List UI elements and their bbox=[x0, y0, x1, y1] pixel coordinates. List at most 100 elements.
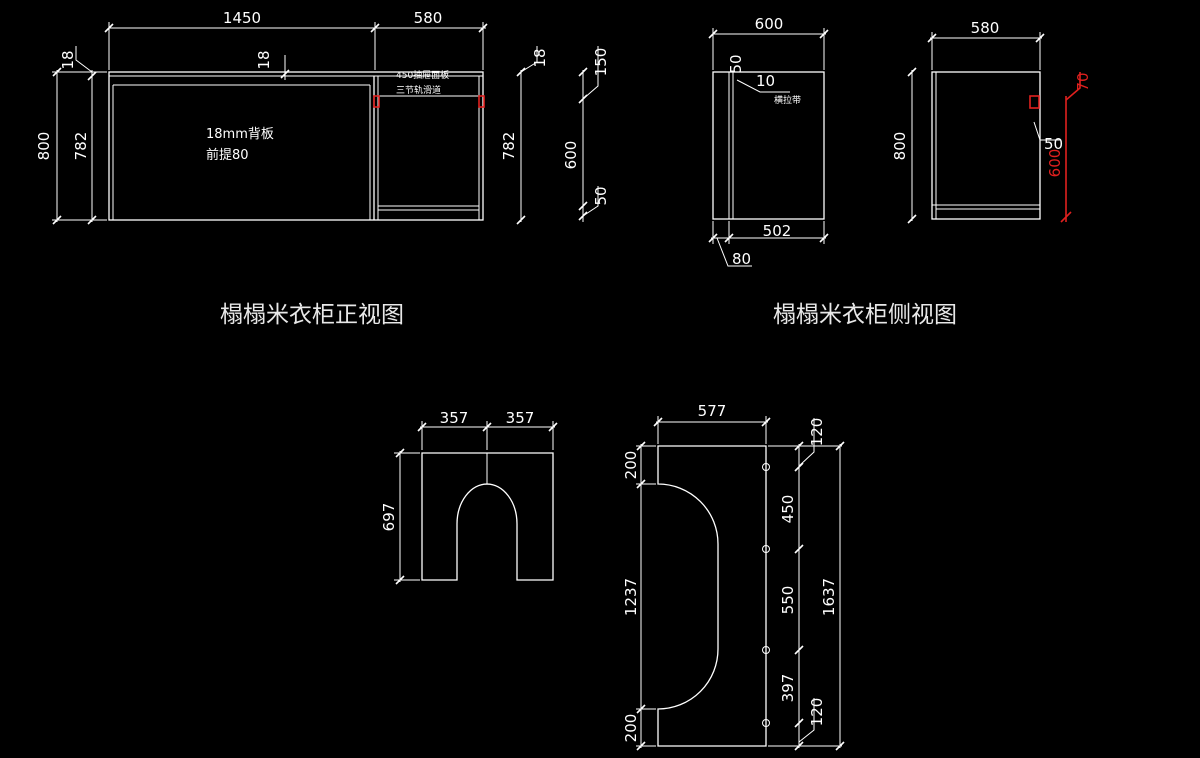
side-dim-10: 10 bbox=[756, 72, 775, 90]
side-b-top-tick-2 bbox=[1035, 33, 1045, 43]
side-view-title: 榻榻米衣柜侧视图 bbox=[773, 302, 957, 328]
side-view: 600 50 10 横拉带 502 80 580 800 70 6 bbox=[708, 15, 1092, 328]
side-b-red-marker bbox=[1029, 95, 1040, 109]
side-dim-50: 50 bbox=[727, 54, 745, 73]
side-panel-hole-4 bbox=[762, 719, 770, 727]
side-a-leader-80 bbox=[716, 237, 752, 267]
sp-right-tick-3 bbox=[794, 544, 804, 554]
sp-left-tick-2 bbox=[636, 479, 646, 489]
front-dim-782: 782 bbox=[72, 132, 90, 161]
sp-dim-550: 550 bbox=[779, 586, 797, 615]
arch-left-tick-2 bbox=[395, 575, 405, 585]
front-right-leader bbox=[520, 46, 538, 73]
sp-dim-1237: 1237 bbox=[622, 578, 640, 616]
front-dim-18-right: 18 bbox=[531, 48, 549, 67]
side-a-top-tick-1 bbox=[708, 29, 718, 39]
front-view: 18mm背板 前提80 450抽屉面板 三节轨滑道 1450 580 800 7… bbox=[35, 9, 610, 328]
front-top-tick-2 bbox=[370, 23, 380, 33]
side-a-outline bbox=[712, 71, 825, 220]
sp-leader-120-bottom bbox=[798, 698, 815, 743]
sp-leader-120-top bbox=[798, 418, 815, 467]
side-b-outline bbox=[931, 71, 1041, 220]
side-panel-hole-2 bbox=[762, 545, 770, 553]
sp-left-tick-4 bbox=[636, 741, 646, 751]
side-dim-502: 502 bbox=[763, 222, 792, 240]
front-left-tick-4 bbox=[87, 215, 97, 225]
side-panel-hole-3 bbox=[762, 646, 770, 654]
arch-top-tick-2 bbox=[482, 422, 492, 432]
arch-dim-357-right: 357 bbox=[506, 409, 535, 427]
arch-top-tick-1 bbox=[417, 422, 427, 432]
front-dim-600: 600 bbox=[562, 141, 580, 170]
sp-left-tick-3 bbox=[636, 704, 646, 714]
sp-dim-120-top: 120 bbox=[808, 418, 826, 447]
front-dim-580: 580 bbox=[414, 9, 443, 27]
front-top-tick-1 bbox=[104, 23, 114, 33]
front-panel-note-2: 前提80 bbox=[206, 147, 249, 163]
side-b-left-tick-2 bbox=[907, 214, 917, 224]
front-dim-50: 50 bbox=[592, 186, 610, 205]
front-red-marker-right bbox=[478, 95, 485, 108]
side-a-bottom-tick-1 bbox=[708, 233, 718, 243]
side-b-left-tick-1 bbox=[907, 67, 917, 77]
front-dim-782-right: 782 bbox=[500, 132, 518, 161]
arch-panel-view: 357 357 697 bbox=[380, 409, 558, 585]
side-panel-outline bbox=[657, 445, 767, 747]
sp-right-tick-1 bbox=[794, 441, 804, 451]
side-a-top-tick-2 bbox=[819, 29, 829, 39]
front-far-leader-50 bbox=[582, 186, 599, 217]
side-dim-70: 70 bbox=[1074, 72, 1092, 91]
arch-dim-357-left: 357 bbox=[440, 409, 469, 427]
arch-left-tick-1 bbox=[395, 448, 405, 458]
front-red-marker-left bbox=[373, 95, 380, 108]
side-dim-600: 600 bbox=[755, 15, 784, 33]
side-b-top-tick-1 bbox=[927, 33, 937, 43]
sp-left-tick-1 bbox=[636, 441, 646, 451]
sp-far-tick-2 bbox=[835, 741, 845, 751]
side-a-bottom-tick-2 bbox=[724, 233, 734, 243]
front-drawer-note-1: 450抽屉面板 bbox=[396, 69, 449, 81]
side-dim-600-red: 600 bbox=[1046, 149, 1064, 178]
arch-top-tick-3 bbox=[548, 422, 558, 432]
front-panel-note-1: 18mm背板 bbox=[206, 127, 274, 142]
sp-far-tick-1 bbox=[835, 441, 845, 451]
front-view-title: 榻榻米衣柜正视图 bbox=[220, 302, 404, 328]
front-left-tick-2 bbox=[52, 215, 62, 225]
side-dim-800: 800 bbox=[891, 132, 909, 161]
front-leader-18 bbox=[75, 46, 93, 73]
front-dim-18-mid: 18 bbox=[255, 50, 273, 69]
side-rail-note: 横拉带 bbox=[774, 94, 801, 106]
sp-right-tick-2 bbox=[794, 462, 804, 472]
sp-dim-577: 577 bbox=[698, 402, 727, 420]
front-cabinet-outline bbox=[108, 71, 484, 221]
sp-right-tick-5 bbox=[794, 718, 804, 728]
front-left-tick-3 bbox=[87, 71, 97, 81]
side-b-leader-50 bbox=[1033, 121, 1060, 141]
front-far-tick-1 bbox=[578, 67, 588, 77]
sp-right-tick-6 bbox=[794, 741, 804, 751]
side-dim-580: 580 bbox=[971, 19, 1000, 37]
front-top-tick-3 bbox=[478, 23, 488, 33]
arch-panel-outline bbox=[421, 452, 554, 581]
sp-top-tick-1 bbox=[653, 417, 663, 427]
front-dim-800: 800 bbox=[35, 132, 53, 161]
side-a-bottom-tick-3 bbox=[819, 233, 829, 243]
sp-top-tick-2 bbox=[761, 417, 771, 427]
sp-dim-200-bottom: 200 bbox=[622, 714, 640, 743]
front-left-tick-1 bbox=[52, 67, 62, 77]
front-drawer-note-2: 三节轨滑道 bbox=[396, 84, 441, 96]
sp-dim-120-bottom: 120 bbox=[808, 698, 826, 727]
side-panel-hole-1 bbox=[762, 463, 770, 471]
front-dim-1450: 1450 bbox=[223, 9, 261, 27]
sp-right-tick-4 bbox=[794, 645, 804, 655]
side-a-leader bbox=[736, 79, 790, 93]
sp-dim-450: 450 bbox=[779, 495, 797, 524]
sp-dim-1637: 1637 bbox=[820, 578, 838, 616]
front-dim-150: 150 bbox=[592, 48, 610, 77]
side-dim-80: 80 bbox=[732, 250, 751, 268]
side-dim-50-b: 50 bbox=[1044, 135, 1063, 153]
side-panel-view: 577 200 1237 200 120 450 550 397 120 163… bbox=[622, 402, 845, 751]
front-far-leader-150 bbox=[582, 46, 599, 100]
arch-dim-697: 697 bbox=[380, 503, 398, 532]
